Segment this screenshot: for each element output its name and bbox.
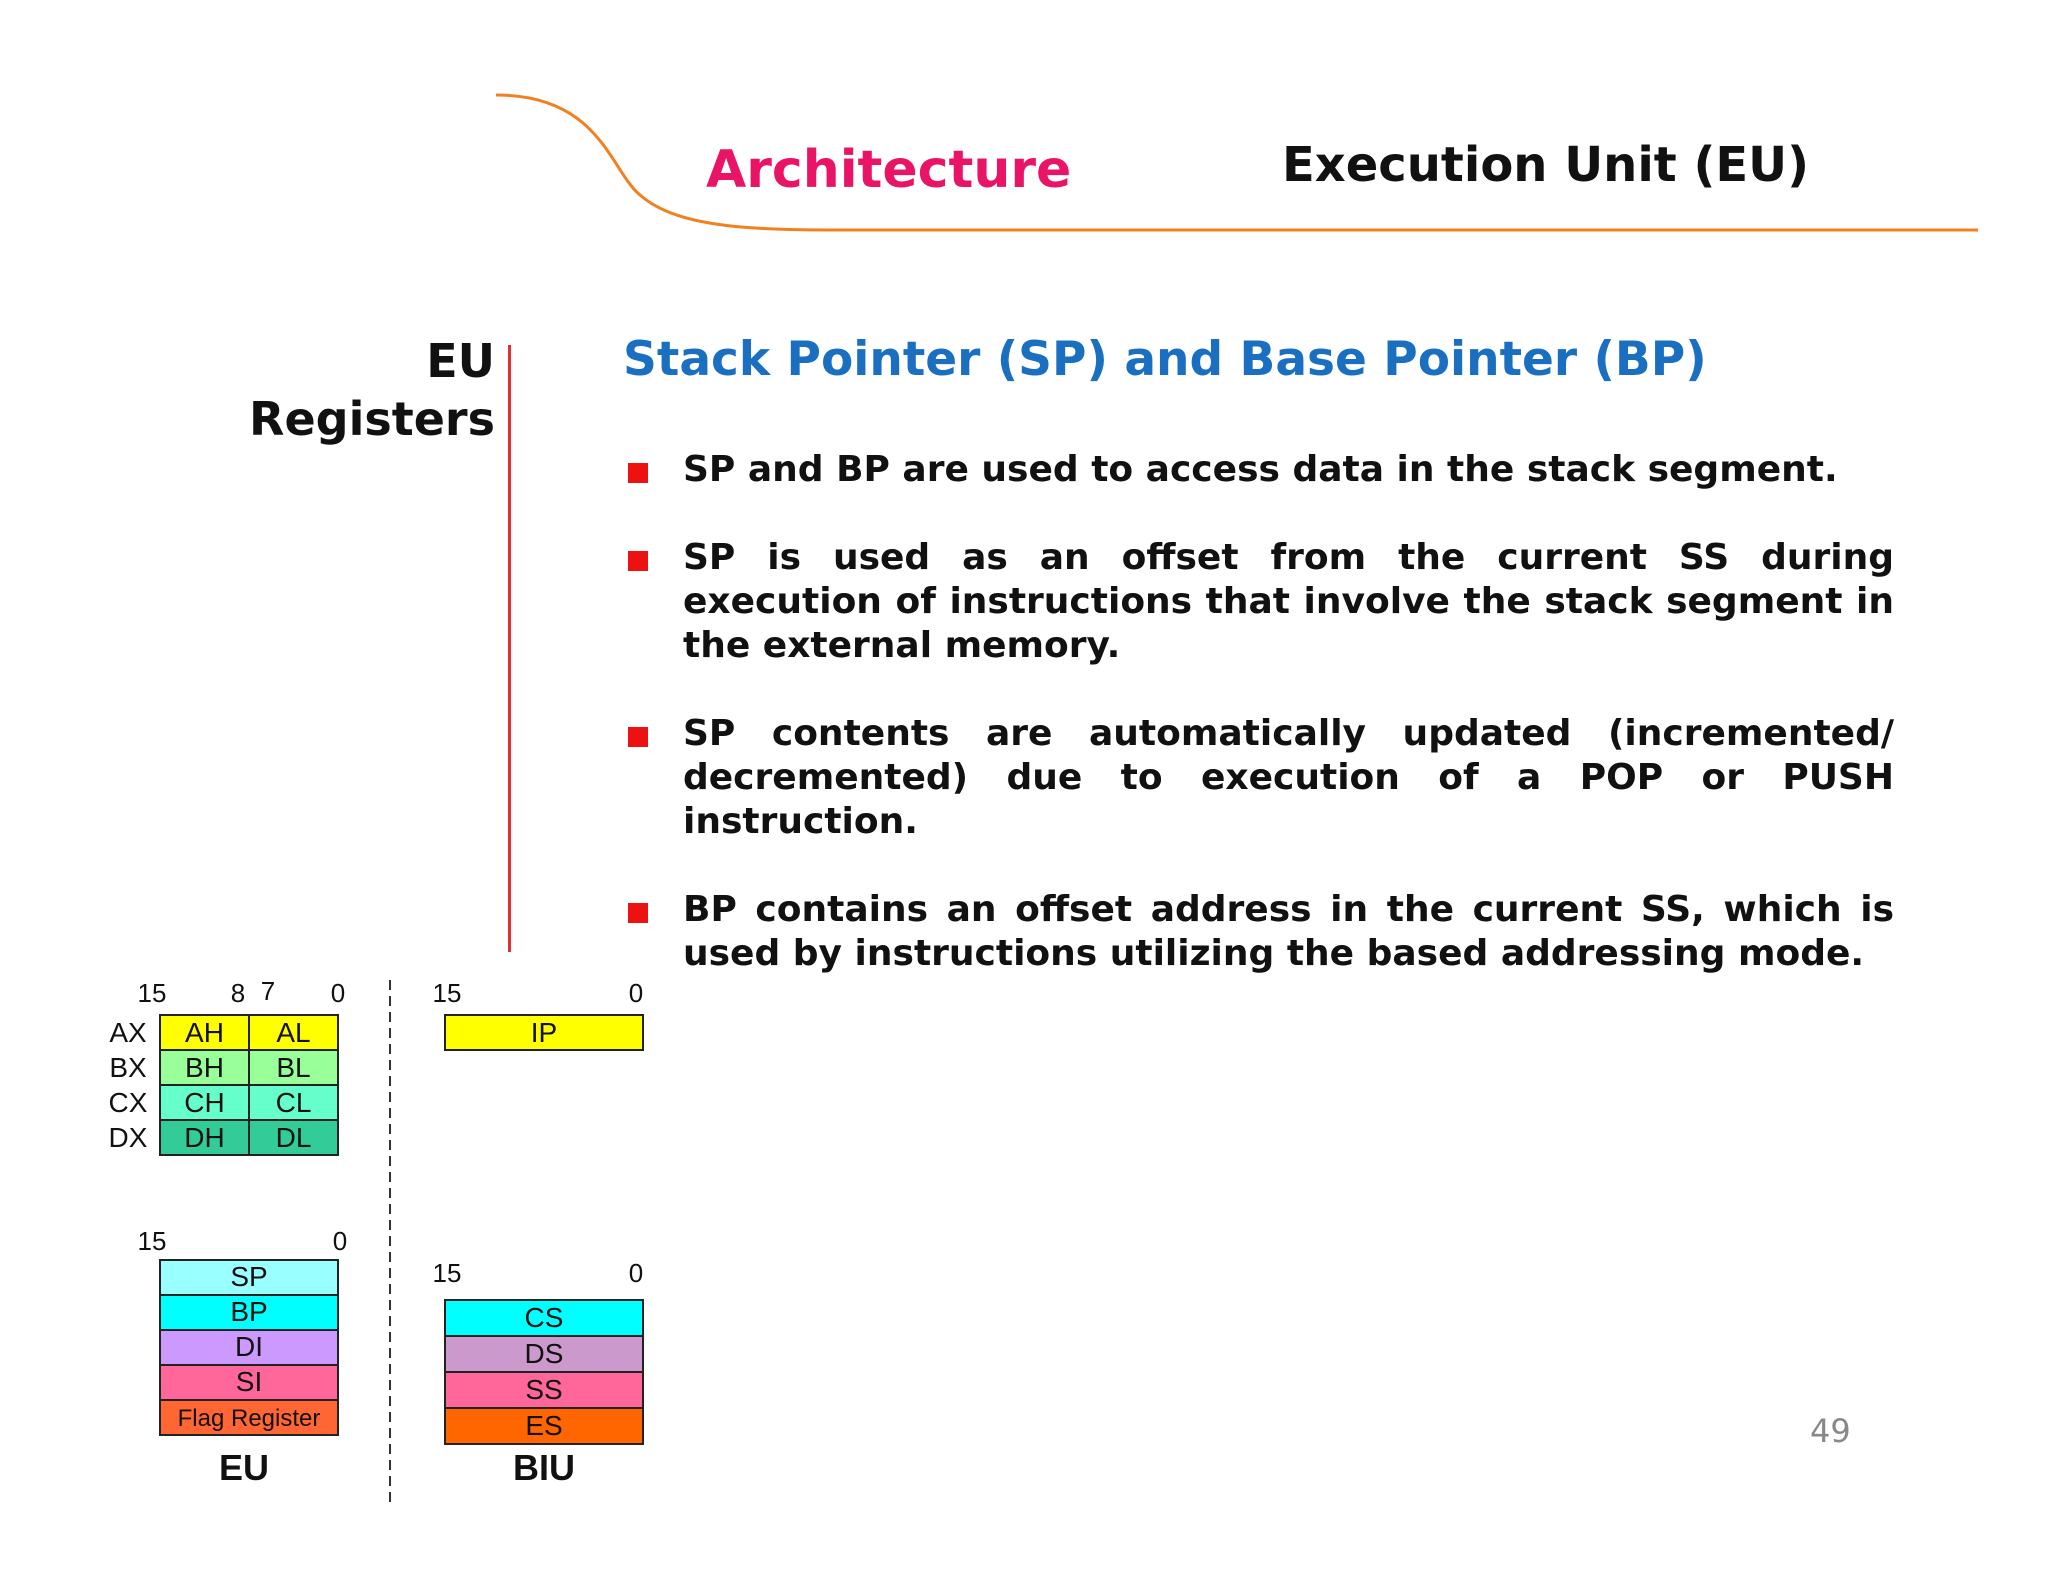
bullet-item-4: BP contains an offset address in the cur… <box>628 888 1894 976</box>
register-label: BP <box>230 1296 267 1327</box>
bit-label: 15 <box>138 978 167 1008</box>
register-label: CS <box>525 1302 564 1333</box>
register-label: ES <box>525 1410 562 1441</box>
side-divider <box>508 345 511 952</box>
bullet-text: SP is used as an offset from the current… <box>683 537 1894 666</box>
register-label: SS <box>525 1374 562 1405</box>
header-architecture-title: Architecture <box>706 140 1072 200</box>
bullet-item-2: SP is used as an offset from the current… <box>628 536 1894 668</box>
register-cell <box>159 1294 339 1331</box>
bullet-square-icon <box>628 551 648 571</box>
bullet-square-icon <box>628 727 648 747</box>
bit-label: 0 <box>629 1258 643 1288</box>
register-cell <box>444 1299 644 1337</box>
bit-label: 8 <box>231 978 245 1008</box>
register-cell <box>159 1259 339 1296</box>
register-label: AH <box>185 1017 224 1048</box>
bit-label: 0 <box>629 978 643 1008</box>
register-label: DH <box>184 1122 224 1153</box>
register-label: IP <box>531 1017 557 1048</box>
register-name: CX <box>109 1087 148 1118</box>
register-label: BL <box>276 1052 310 1083</box>
bullet-item-1: SP and BP are used to access data in the… <box>628 448 1894 492</box>
bullet-square-icon <box>628 903 648 923</box>
bit-label: 15 <box>433 978 462 1008</box>
register-cell <box>444 1407 644 1445</box>
register-label: CL <box>276 1087 312 1118</box>
bit-label: 0 <box>331 978 345 1008</box>
register-label: Flag Register <box>178 1405 321 1432</box>
register-label: DS <box>525 1338 564 1369</box>
side-heading-line1: EU <box>426 334 495 388</box>
register-label: SI <box>236 1366 262 1397</box>
bullet-text: BP contains an offset address in the cur… <box>683 889 1894 974</box>
unit-caption-eu: EU <box>219 1447 269 1488</box>
bullet-square-icon <box>628 463 648 483</box>
bullet-text: SP contents are automatically updated (i… <box>683 713 1894 842</box>
page-number: 49 <box>1810 1412 1851 1450</box>
bit-label: 7 <box>261 976 275 1006</box>
side-heading: EU Registers <box>200 332 495 448</box>
slide-heading: Stack Pointer (SP) and Base Pointer (BP) <box>623 332 1707 387</box>
register-name: DX <box>109 1122 148 1153</box>
register-label: BH <box>185 1052 224 1083</box>
register-name: BX <box>109 1052 147 1083</box>
bit-label: 15 <box>138 1226 167 1256</box>
register-cell-al <box>248 1014 339 1051</box>
register-cell <box>444 1014 644 1051</box>
unit-caption-biu: BIU <box>513 1447 575 1488</box>
register-label: SP <box>230 1261 267 1292</box>
bullet-text: SP and BP are used to access data in the… <box>683 449 1838 490</box>
bit-label: 15 <box>433 1258 462 1288</box>
bit-label: 0 <box>333 1226 347 1256</box>
register-cell <box>159 1399 339 1436</box>
header-decorative-curve <box>495 93 1978 232</box>
register-label: DI <box>235 1331 263 1362</box>
register-label: DL <box>276 1122 312 1153</box>
bullet-item-3: SP contents are automatically updated (i… <box>628 712 1894 844</box>
register-label: CH <box>184 1087 224 1118</box>
register-cell-dl <box>248 1119 339 1156</box>
register-name: AX <box>109 1017 147 1048</box>
register-cell <box>159 1364 339 1401</box>
header-execution-unit-title: Execution Unit (EU) <box>1282 137 1810 193</box>
register-label: AL <box>276 1017 310 1048</box>
register-cell-cl <box>248 1084 339 1121</box>
side-heading-line2: Registers <box>249 392 495 446</box>
register-cell <box>159 1329 339 1366</box>
